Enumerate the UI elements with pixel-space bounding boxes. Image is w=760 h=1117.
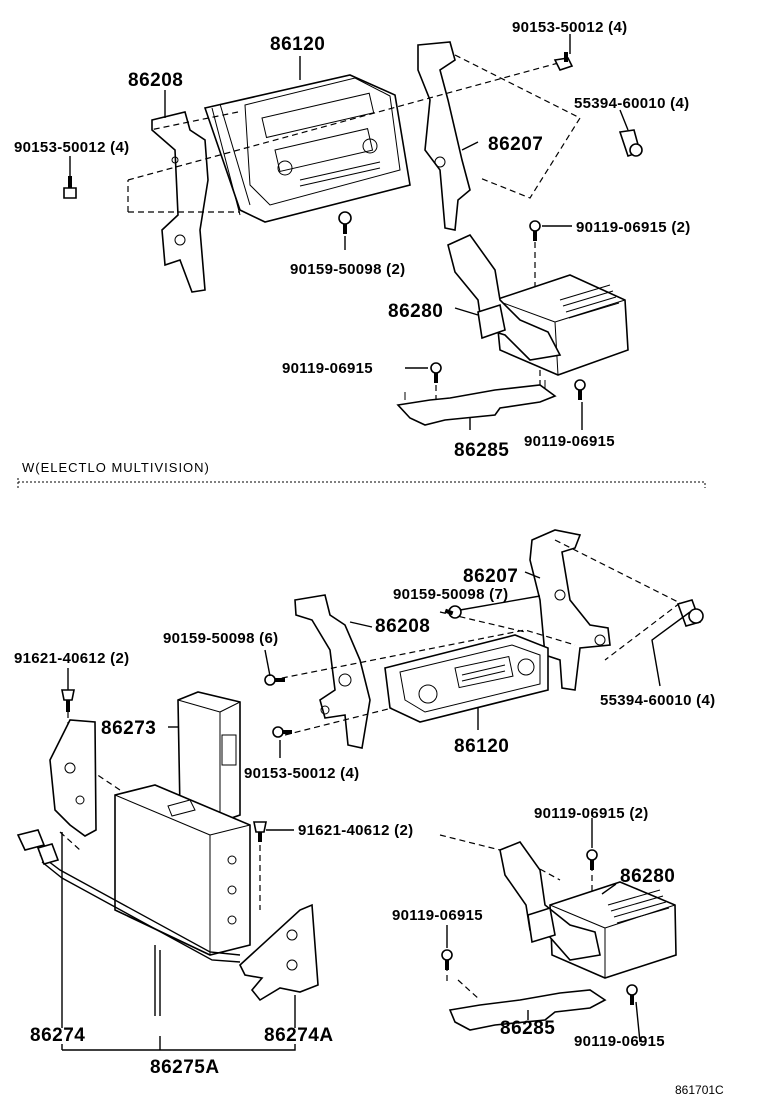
- label-90119-06915: 90119-06915 (2): [534, 805, 649, 822]
- screw-icon: [338, 211, 352, 234]
- label-91621-40612: 91621-40612 (2): [14, 650, 129, 667]
- label-86207: 86207: [463, 566, 518, 587]
- bracket-86285-top: [396, 384, 557, 426]
- display-box-86275a: [114, 784, 251, 956]
- label-91621-40612: 91621-40612 (2): [298, 822, 413, 839]
- label-90119-06915: 90119-06915: [282, 360, 373, 377]
- screw-icon: [444, 605, 462, 619]
- label-86120: 86120: [454, 736, 509, 757]
- diagram-code: 861701C: [675, 1083, 724, 1097]
- bracket-86274: [49, 719, 97, 837]
- clip-icon: [253, 821, 267, 842]
- label-86280: 86280: [388, 301, 443, 322]
- screw-icon: [63, 176, 77, 199]
- top-assembly: 86120 86208 90153-50012 (4) 55394-60010 …: [14, 19, 691, 461]
- label-55394-60010: 55394-60010 (4): [574, 95, 689, 112]
- screw-icon: [586, 849, 598, 870]
- label-90153-50012: 90153-50012 (4): [14, 139, 129, 156]
- label-90159-50098: 90159-50098 (2): [290, 261, 405, 278]
- section-title: W(ELECTLO MULTIVISION): [22, 460, 210, 475]
- screw-icon: [529, 220, 541, 241]
- label-86274: 86274: [30, 1025, 85, 1046]
- label-55394-60010: 55394-60010 (4): [600, 692, 715, 709]
- radio-head-unit-86120-top: [203, 74, 411, 223]
- bracket-86207-bottom: [529, 529, 611, 691]
- label-86273: 86273: [101, 718, 156, 739]
- bracket-86274a: [239, 903, 319, 1002]
- label-86120: 86120: [270, 34, 325, 55]
- bottom-assembly: 86207 90159-50098 (7) 86208 90159-50098 …: [14, 529, 715, 1078]
- label-90119-06915: 90119-06915: [574, 1033, 665, 1050]
- screw-icon: [618, 129, 643, 158]
- screw-icon: [676, 599, 704, 627]
- label-86280: 86280: [620, 866, 675, 887]
- label-90159-50098: 90159-50098 (6): [163, 630, 278, 647]
- label-90153-50012: 90153-50012 (4): [512, 19, 627, 36]
- label-86208: 86208: [375, 616, 430, 637]
- label-86274a: 86274A: [264, 1025, 334, 1046]
- screw-icon: [430, 362, 442, 383]
- bracket-86207-top: [417, 41, 471, 231]
- section-divider: [17, 478, 706, 488]
- label-86285: 86285: [454, 440, 509, 461]
- label-86275a: 86275A: [150, 1057, 220, 1078]
- label-86285: 86285: [500, 1018, 555, 1039]
- screw-icon: [574, 379, 586, 400]
- label-90153-50012: 90153-50012 (4): [244, 765, 359, 782]
- clip-icon: [61, 689, 75, 712]
- screw-icon: [264, 674, 285, 686]
- label-90159-50098: 90159-50098 (7): [393, 586, 508, 603]
- screw-icon: [553, 52, 574, 71]
- label-86208: 86208: [128, 70, 183, 91]
- bracket-86208-top: [151, 111, 209, 293]
- bracket-86208-bottom: [294, 594, 371, 749]
- screw-icon: [441, 949, 453, 970]
- screw-icon: [272, 726, 292, 738]
- label-90119-06915: 90119-06915: [524, 433, 615, 450]
- label-90119-06915: 90119-06915: [392, 907, 483, 924]
- label-86207: 86207: [488, 134, 543, 155]
- label-90119-06915: 90119-06915 (2): [576, 219, 691, 236]
- screw-icon: [626, 984, 638, 1005]
- radio-head-unit-86120-bottom: [384, 634, 549, 723]
